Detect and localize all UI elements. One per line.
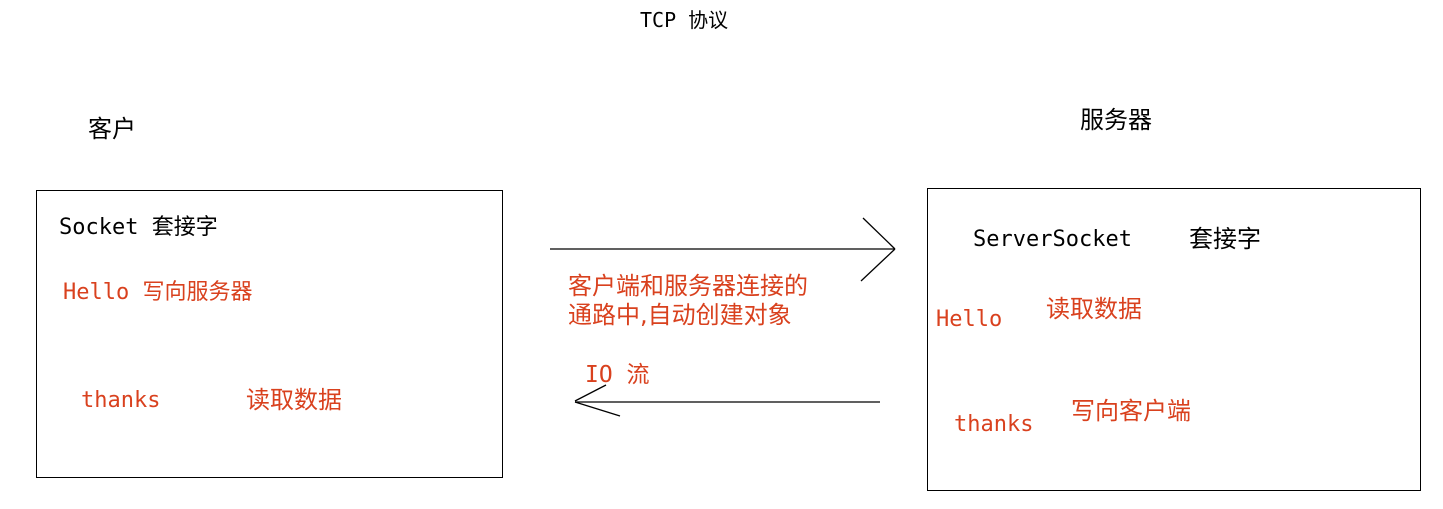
client-hello-write: Hello 写向服务器 — [63, 280, 253, 305]
io-stream-label: IO 流 — [585, 362, 650, 388]
client-to-server-head-upper — [862, 217, 896, 250]
client-label: 客户 — [88, 115, 136, 143]
server-socket-label: ServerSocket — [973, 227, 1132, 252]
server-write-to-client: 写向客户端 — [1071, 397, 1191, 425]
diagram-title: TCP 协议 — [640, 8, 729, 32]
client-socket-label: Socket 套接字 — [59, 215, 218, 240]
server-box: ServerSocket 套接字 Hello 读取数据 thanks 写向客户端 — [927, 188, 1421, 491]
client-thanks: thanks — [81, 388, 161, 413]
server-to-client-head-lower — [574, 401, 621, 417]
server-read-data: 读取数据 — [1046, 295, 1142, 323]
connection-note-line1: 客户端和服务器连接的 — [568, 272, 808, 300]
connection-note-line2: 通路中,自动创建对象 — [568, 301, 792, 329]
server-to-client-arrow — [574, 384, 880, 417]
client-read-data: 读取数据 — [246, 386, 342, 414]
server-hello: Hello — [936, 307, 1003, 332]
client-to-server-head-lower — [860, 248, 896, 282]
server-thanks: thanks — [954, 412, 1034, 437]
server-label: 服务器 — [1080, 106, 1152, 134]
server-socket-kanji: 套接字 — [1189, 225, 1261, 253]
client-box: Socket 套接字 Hello 写向服务器 thanks 读取数据 — [36, 190, 503, 478]
